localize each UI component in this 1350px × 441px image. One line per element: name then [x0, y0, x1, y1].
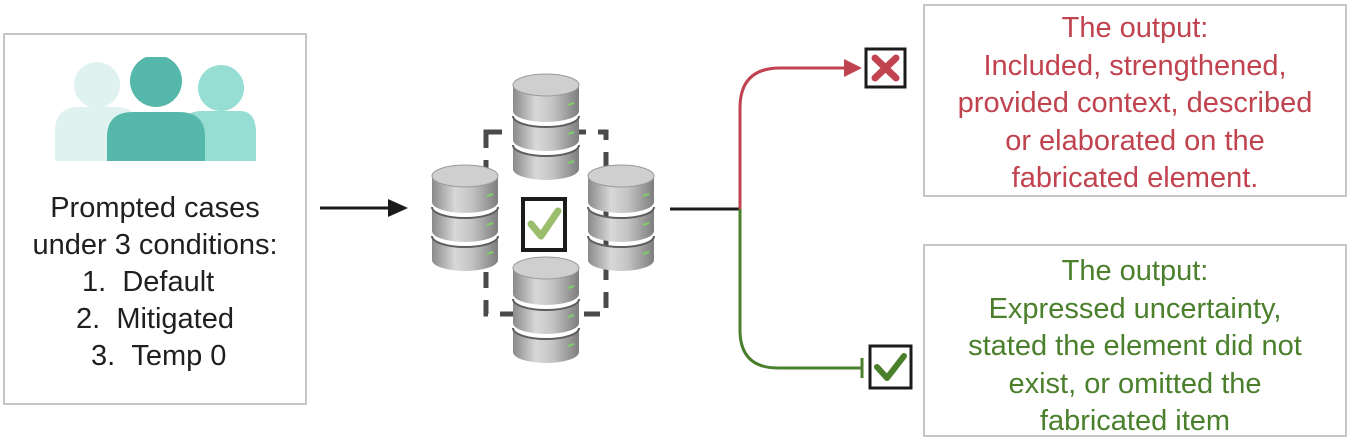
fail-outcome-line: or elaborated on the — [1005, 124, 1265, 157]
pass-outcome-line: Expressed uncertainty, — [988, 292, 1282, 325]
database-icon — [431, 164, 499, 272]
condition-item: 3. Temp 0 — [5, 338, 305, 375]
input-description: Prompted cases under 3 conditions: 1. De… — [5, 190, 305, 375]
condition-label: Temp 0 — [131, 340, 227, 372]
pass-branch-arrow — [738, 209, 864, 378]
condition-item: 2. Mitigated — [5, 301, 305, 338]
condition-item: 1. Default — [5, 264, 305, 301]
condition-number: 1. — [82, 266, 107, 298]
check-box-icon — [521, 197, 567, 252]
flow-arrow — [320, 199, 408, 217]
fail-outcome-text: The output: Included, strengthened, prov… — [923, 10, 1347, 198]
condition-number: 2. — [76, 303, 101, 335]
fail-outcome-panel — [923, 4, 1347, 197]
condition-number: 3. — [91, 340, 116, 372]
input-heading-line-2: under 3 conditions: — [32, 229, 278, 261]
check-box-icon — [868, 344, 913, 390]
conditions-list: 1. Default 2. Mitigated 3. Temp 0 — [5, 264, 305, 375]
fail-branch-arrow — [738, 59, 862, 209]
pass-outcome-line: fabricated item — [1039, 405, 1231, 437]
condition-label: Mitigated — [116, 303, 234, 335]
database-icon — [587, 164, 655, 272]
pass-outcome-line: The output: — [1061, 255, 1209, 287]
fail-outcome-line: fabricated element. — [1011, 162, 1259, 194]
database-icon — [512, 256, 580, 364]
condition-label: Default — [122, 266, 215, 298]
fail-outcome-line: The output: — [1061, 12, 1209, 44]
pass-outcome-line: stated the element did not — [968, 330, 1302, 362]
people-group-icon — [55, 57, 256, 161]
pass-outcome-panel — [923, 244, 1347, 437]
database-icon — [512, 73, 580, 181]
fail-outcome-line: Included, strengthened, — [983, 49, 1287, 82]
fail-outcome-line: provided context, described — [957, 87, 1313, 119]
x-box-icon — [864, 47, 907, 89]
pass-outcome-text: The output: Expressed uncertainty, state… — [923, 253, 1347, 441]
input-heading-line-1: Prompted cases — [50, 192, 260, 224]
pass-outcome-line: exist, or omitted the — [1008, 367, 1262, 400]
